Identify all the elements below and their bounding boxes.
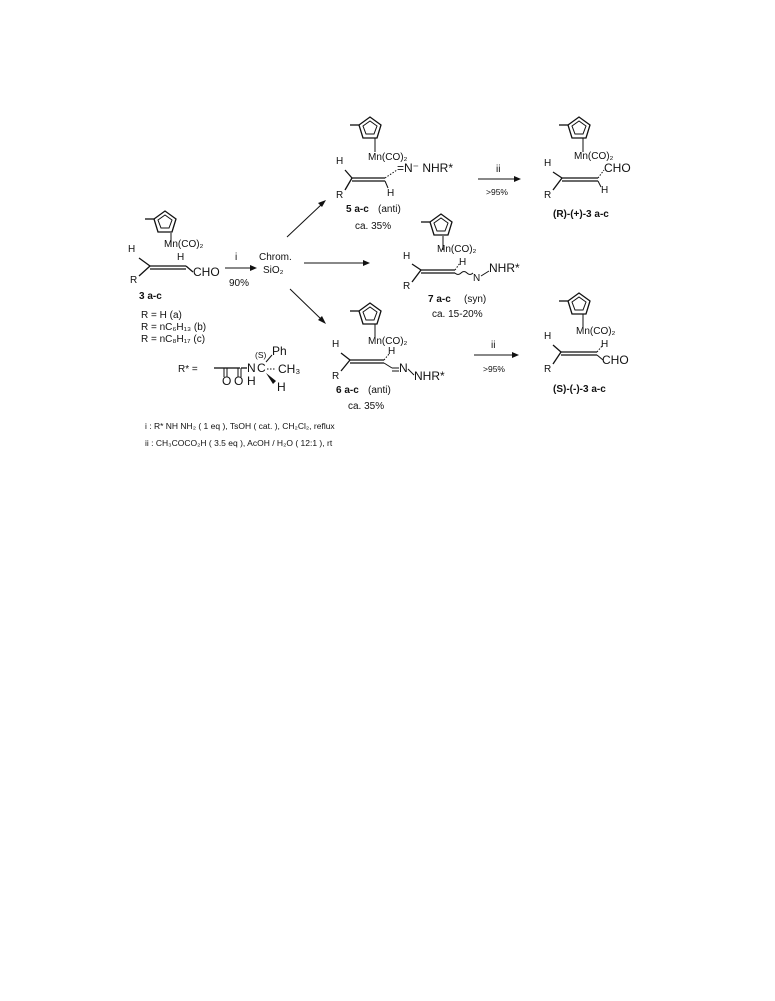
oxygen-label: O (234, 374, 243, 388)
mn-co2-label: Mn(CO)₂ (574, 151, 614, 162)
atom-r: R (544, 364, 551, 375)
carbon-label: C (257, 361, 266, 375)
conditions-i: i : R* NH NH₂ ( 1 eq ), TsOH ( cat. ), C… (145, 421, 335, 431)
cyclopentadienyl-ring (558, 116, 591, 139)
r-star-definition: R* = O O H N C (S) Ph CH₃ H (178, 344, 300, 394)
atom-h: H (403, 251, 410, 262)
cyclopentadienyl-ring (349, 116, 382, 139)
step-ii-label: ii (491, 340, 495, 351)
atom-h: H (544, 158, 551, 169)
compound-7-label: 7 a-c (428, 294, 451, 305)
step-ii-yield: >95% (486, 187, 508, 197)
mn-co2-label: Mn(CO)₂ (368, 152, 408, 163)
cho-group: CHO (604, 161, 631, 175)
atom-h: H (459, 257, 466, 268)
mn-co2-label: Mn(CO)₂ (576, 326, 616, 337)
oxygen-label: O (222, 374, 231, 388)
nhr-group: NHR* (489, 261, 520, 275)
phenyl-label: Ph (272, 344, 287, 358)
atom-h: H (177, 252, 184, 263)
mn-co2-label: Mn(CO)₂ (164, 239, 204, 250)
compound-5-label: 5 a-c (346, 204, 369, 215)
cyclopentadienyl-ring (420, 213, 453, 236)
compound-r-3: Mn(CO)₂ H R CHO H (R)-(+)-3 a-c (544, 116, 631, 220)
atom-h: H (601, 185, 608, 196)
atom-r: R (332, 371, 339, 382)
conditions-ii: ii : CH₃COCO₂H ( 3.5 eq ), AcOH / H₂O ( … (145, 438, 333, 448)
atom-r: R (544, 190, 551, 201)
compound-7-descriptor: (syn) (464, 294, 486, 305)
atom-h: H (128, 244, 135, 255)
hydrogen-label: H (247, 374, 256, 388)
hydrazone-group: =N⁻ NHR* (397, 161, 453, 175)
atom-n: N (473, 273, 480, 284)
compound-s-3: Mn(CO)₂ H R H CHO (S)-(-)-3 a-c (544, 292, 629, 395)
atom-h: H (601, 339, 608, 350)
atom-h: H (388, 346, 395, 357)
compound-6-label: 6 a-c (336, 385, 359, 396)
atom-n: N (399, 361, 408, 375)
nhr-group: NHR* (414, 369, 445, 383)
compound-5-yield: ca. 35% (355, 221, 391, 232)
cyclopentadienyl-ring (349, 302, 382, 325)
atom-r: R (336, 190, 343, 201)
r-definition-a: R = H (a) (141, 310, 182, 321)
step-ii-yield: >95% (483, 364, 505, 374)
compound-6-descriptor: (anti) (368, 385, 391, 396)
step-i-yield: 90% (229, 278, 249, 289)
cho-group: CHO (193, 265, 220, 279)
hydrogen-label: H (277, 380, 286, 394)
compound-7-yield: ca. 15-20% (432, 309, 483, 320)
arrow-to-5 (286, 200, 326, 238)
compound-7: Mn(CO)₂ H R H N NHR* 7 a-c (syn) ca. 15-… (403, 213, 520, 320)
compound-3-label: 3 a-c (139, 291, 162, 302)
r-definition-b: R = nC₆H₁₃ (b) (141, 322, 206, 333)
compound-6-yield: ca. 35% (348, 401, 384, 412)
atom-h: H (387, 188, 394, 199)
silica-label: SiO₂ (263, 265, 284, 276)
chromatography-label: Chrom. (259, 252, 292, 263)
arrow-to-6 (289, 288, 326, 324)
atom-r: R (130, 275, 137, 286)
atom-r: R (403, 281, 410, 292)
compound-r-3-label: (R)-(+)-3 a-c (553, 209, 609, 220)
step-i-label: i (235, 252, 237, 263)
compound-s-3-label: (S)-(-)-3 a-c (553, 384, 606, 395)
compound-5: Mn(CO)₂ H R =N⁻ NHR* H 5 a-c (anti) ca. … (336, 116, 453, 232)
atom-h: H (336, 156, 343, 167)
r-definition-c: R = nC₈H₁₇ (c) (141, 334, 205, 345)
cho-group: CHO (602, 353, 629, 367)
arrow-to-7 (304, 260, 370, 266)
compound-6: Mn(CO)₂ H R H N NHR* 6 a-c (anti) ca. 35… (332, 302, 445, 412)
atom-h: H (544, 331, 551, 342)
arrow-step-ii-top: ii >95% (478, 164, 521, 197)
nitrogen-label: N (247, 361, 256, 375)
methyl-label: CH₃ (278, 362, 300, 376)
stereo-s-label: (S) (255, 350, 267, 360)
r-star-label: R* = (178, 364, 198, 375)
compound-5-descriptor: (anti) (378, 204, 401, 215)
arrow-step-ii-bottom: ii >95% (474, 340, 519, 374)
cyclopentadienyl-ring (144, 210, 177, 233)
step-ii-label: ii (496, 164, 500, 175)
cyclopentadienyl-ring (558, 292, 591, 315)
mn-co2-label: Mn(CO)₂ (437, 244, 477, 255)
mn-co2-label: Mn(CO)₂ (368, 336, 408, 347)
compound-3: Mn(CO)₂ H R H CHO 3 a-c R = H (a) R = nC… (128, 210, 220, 345)
atom-h: H (332, 339, 339, 350)
arrow-step-i: i 90% (225, 252, 257, 289)
